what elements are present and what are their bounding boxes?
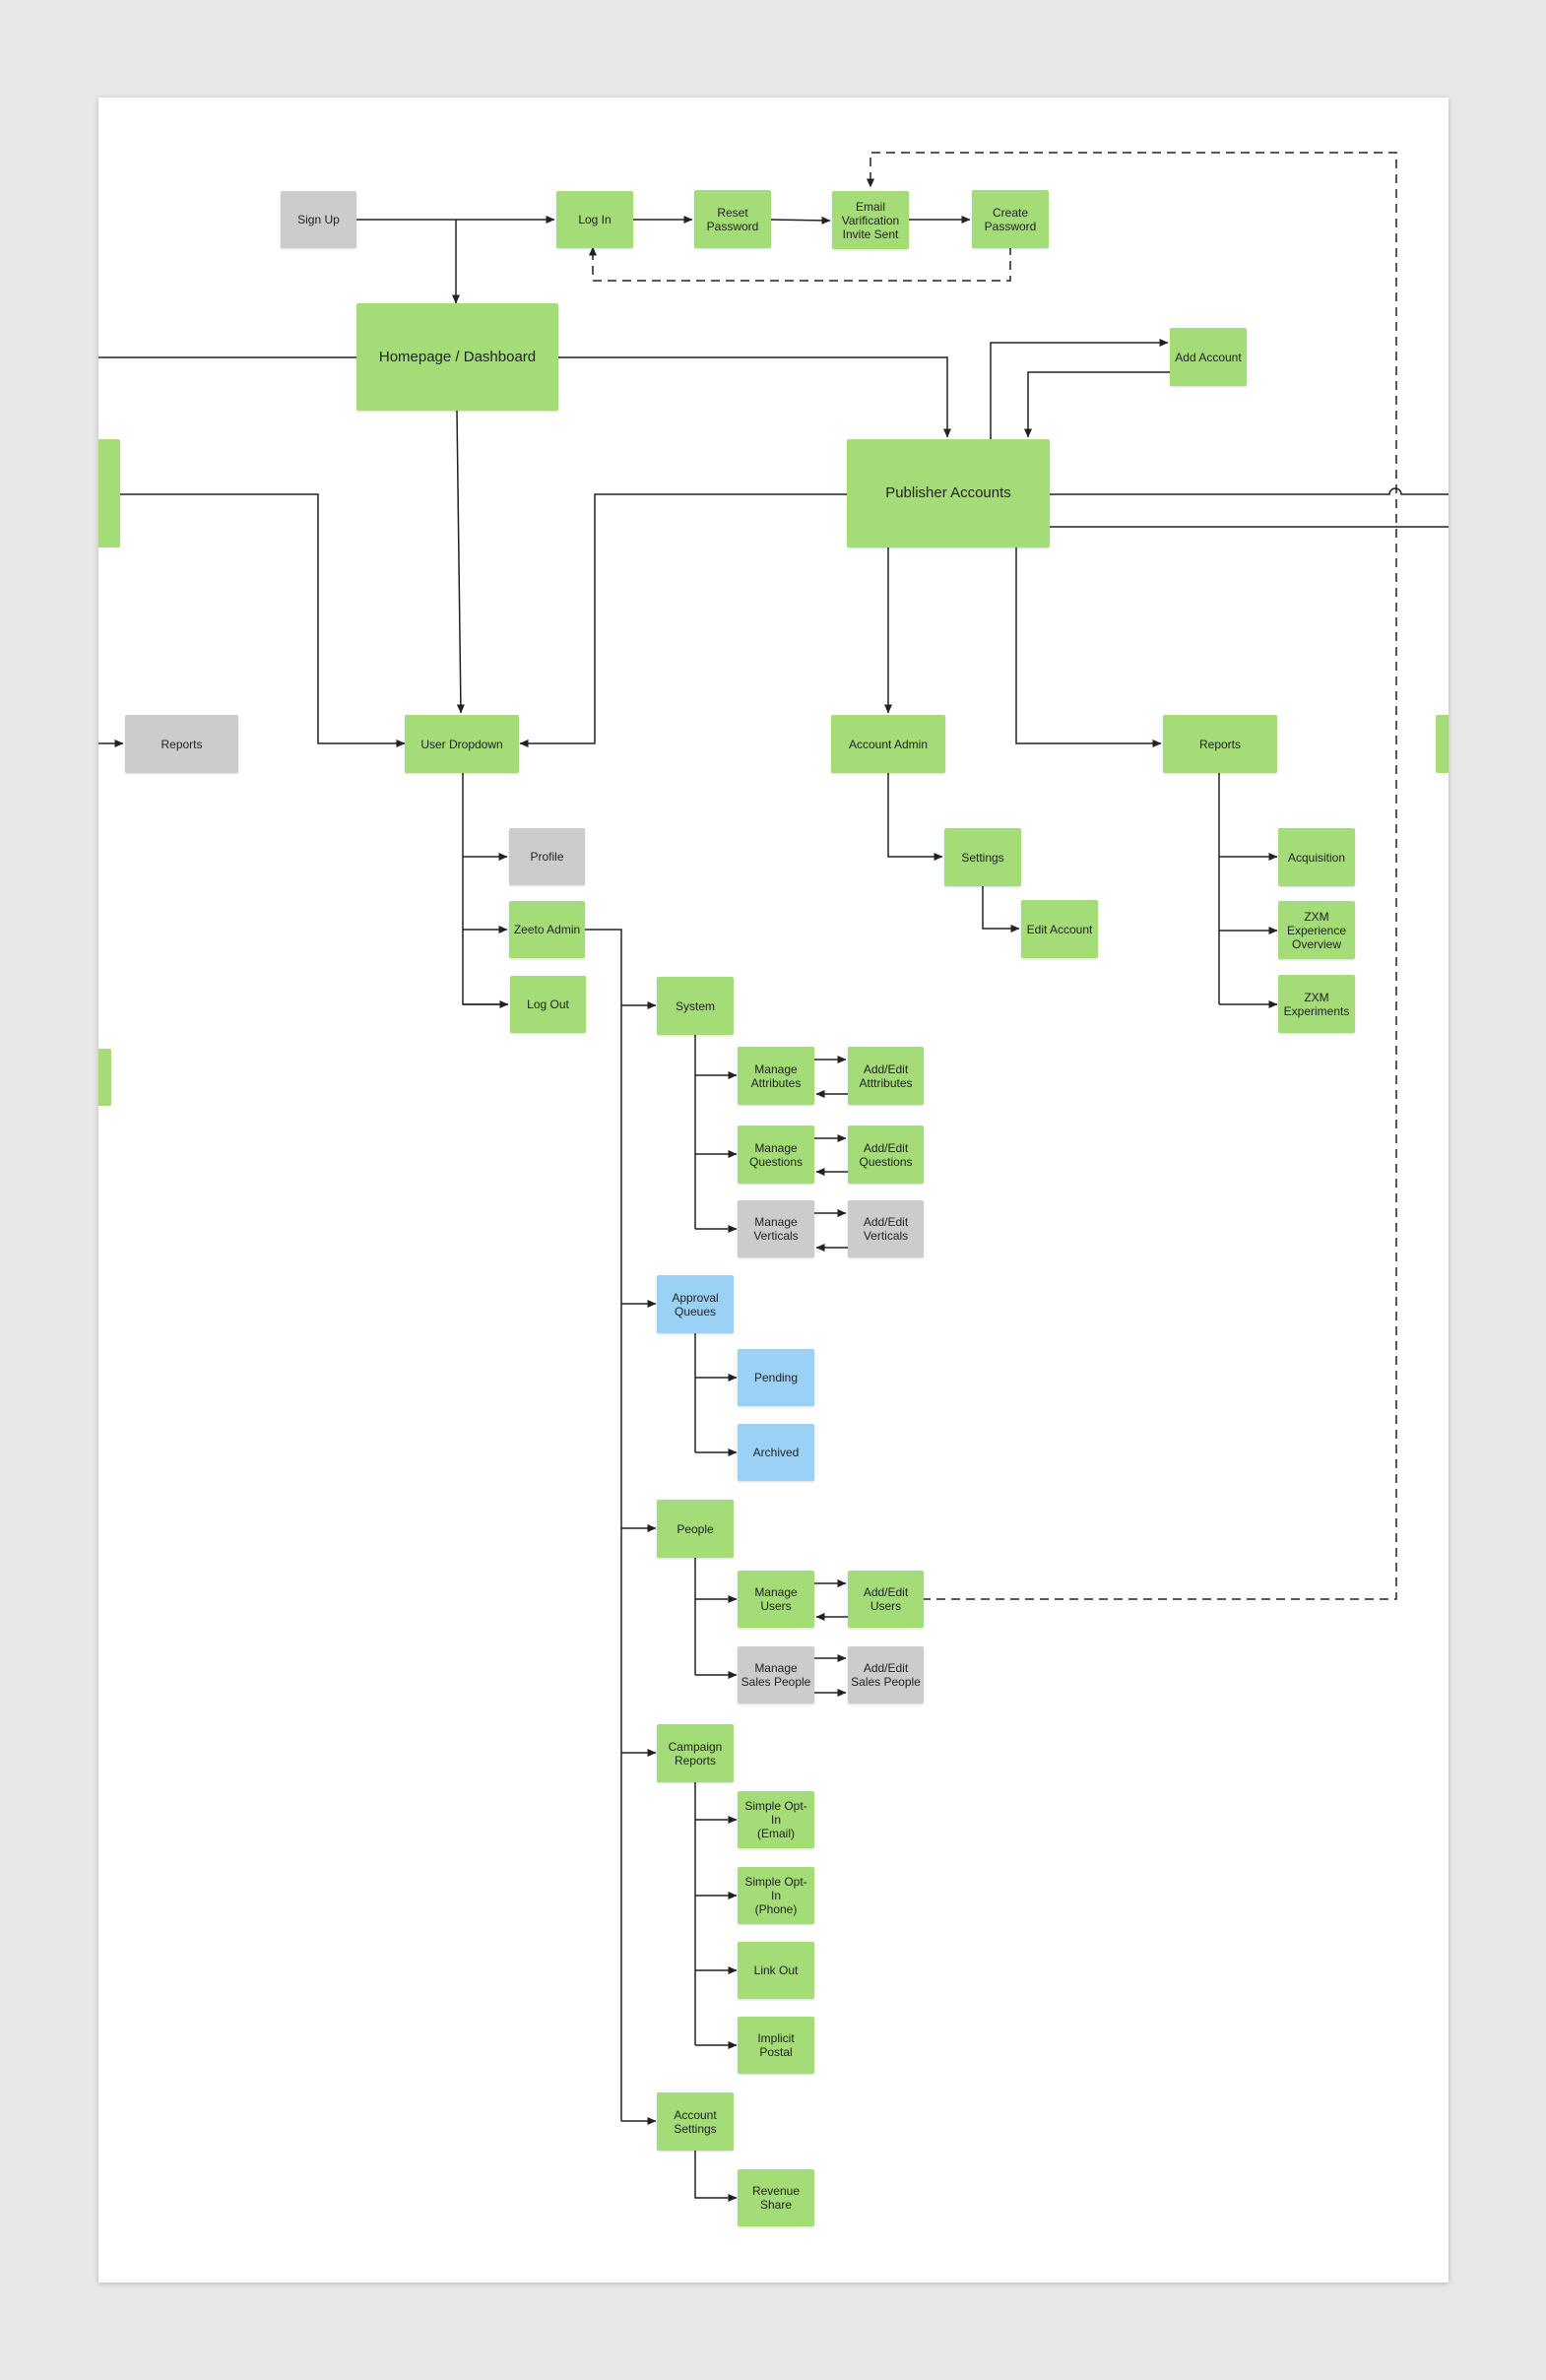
left-stub-node-bottom — [98, 1049, 111, 1106]
add-edit-attributes-node[interactable]: Add/Edit Atttributes — [848, 1047, 924, 1105]
revenue-share-node[interactable]: Revenue Share — [738, 2169, 814, 2226]
campaign-reports-node[interactable]: Campaign Reports — [657, 1724, 734, 1782]
user-dropdown-node[interactable]: User Dropdown — [405, 715, 519, 773]
people-node[interactable]: People — [657, 1500, 734, 1558]
archived-node[interactable]: Archived — [738, 1424, 814, 1481]
log-out-node[interactable]: Log Out — [510, 976, 586, 1033]
edge-settings-editaccount — [982, 886, 1020, 933]
log-in-node[interactable]: Log In — [556, 191, 633, 248]
edge-leftstub-userdropdown — [120, 493, 406, 747]
edge-publisher-addaccount — [990, 339, 1169, 439]
edge-accountsettings-revenue — [694, 2151, 738, 2202]
system-node[interactable]: System — [657, 977, 734, 1035]
connector-layer — [98, 152, 1449, 2202]
settings-node[interactable]: Settings — [944, 828, 1021, 886]
add-edit-users-node[interactable]: Add/Edit Users — [848, 1571, 924, 1628]
manage-sales-people-node[interactable]: Manage Sales People — [738, 1646, 814, 1704]
manage-users-node[interactable]: Manage Users — [738, 1571, 814, 1628]
edge-publisher-right-1 — [1050, 487, 1449, 495]
manage-attributes-node[interactable]: Manage Attributes — [738, 1047, 814, 1105]
zeeto-admin-node[interactable]: Zeeto Admin — [509, 901, 585, 958]
add-edit-verticals-node[interactable]: Add/Edit Verticals — [848, 1200, 924, 1257]
implicit-postal-node[interactable]: Implicit Postal — [738, 2017, 814, 2074]
reports-node[interactable]: Reports — [1163, 715, 1277, 773]
edge-accountadmin-settings — [887, 773, 943, 861]
account-settings-node[interactable]: Account Settings — [657, 2092, 734, 2151]
acquisition-node[interactable]: Acquisition — [1278, 828, 1355, 886]
homepage-dashboard-node[interactable]: Homepage / Dashboard — [356, 303, 558, 411]
add-edit-sales-people-node[interactable]: Add/Edit Sales People — [848, 1646, 924, 1704]
edge-reset-email — [768, 216, 831, 225]
right-stub-node — [1436, 715, 1449, 773]
manage-questions-node[interactable]: Manage Questions — [738, 1126, 814, 1184]
reset-password-node[interactable]: Reset Password — [694, 190, 771, 248]
left-stub-node-top — [98, 439, 120, 547]
edge-publisher-userdropdown — [519, 493, 848, 747]
approval-queues-node[interactable]: Approval Queues — [657, 1275, 734, 1333]
edge-users-email-dashed — [867, 152, 1397, 1600]
edit-account-node[interactable]: Edit Account — [1021, 900, 1098, 958]
manage-verticals-node[interactable]: Manage Verticals — [738, 1200, 814, 1257]
simple-optin-email-node[interactable]: Simple Opt-In (Email) — [738, 1791, 814, 1848]
edge-homepage-userdropdown — [456, 410, 465, 714]
simple-optin-phone-node[interactable]: Simple Opt-In (Phone) — [738, 1867, 814, 1924]
edge-zeetoadmin-trunk — [585, 929, 622, 2121]
email-verification-node[interactable]: Email Varification Invite Sent — [832, 191, 909, 249]
create-password-node[interactable]: Create Password — [972, 190, 1049, 248]
reports-gray-node[interactable]: Reports — [125, 715, 238, 773]
link-out-node[interactable]: Link Out — [738, 1942, 814, 1999]
edge-publisher-reports — [1015, 547, 1162, 747]
add-edit-questions-node[interactable]: Add/Edit Questions — [848, 1126, 924, 1184]
diagram-canvas: Sign Up Log In Reset Password Email Vari… — [98, 97, 1449, 2283]
pending-node[interactable]: Pending — [738, 1349, 814, 1406]
zxm-experiments-node[interactable]: ZXM Experiments — [1278, 975, 1355, 1033]
add-account-node[interactable]: Add Account — [1170, 328, 1247, 386]
edge-homepage-publisher — [558, 356, 951, 438]
edge-addaccount-publisher — [1024, 371, 1170, 438]
zxm-experience-overview-node[interactable]: ZXM Experience Overview — [1278, 901, 1355, 959]
profile-node[interactable]: Profile — [509, 828, 585, 885]
account-admin-node[interactable]: Account Admin — [831, 715, 945, 773]
edge-create-login-dashed — [589, 246, 1011, 282]
sign-up-node[interactable]: Sign Up — [281, 191, 356, 248]
publisher-accounts-node[interactable]: Publisher Accounts — [847, 439, 1050, 547]
edge-userdropdown-children — [462, 773, 508, 1005]
